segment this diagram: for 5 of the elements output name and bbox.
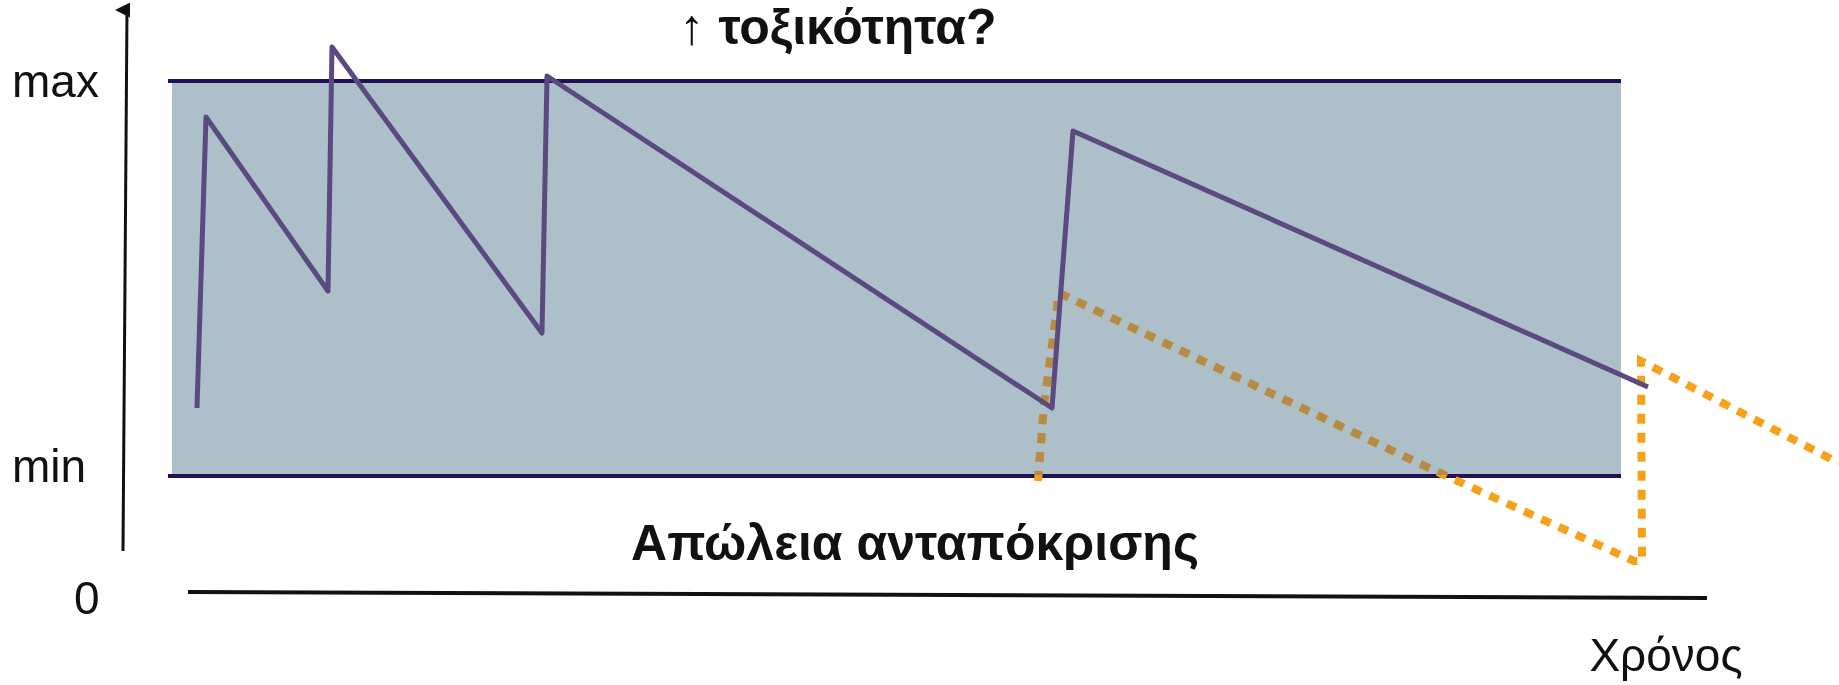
annotation-label: ↑ τοξικότητα? (679, 2, 997, 52)
annotation-label: Απώλεια ανταπόκρισης (631, 518, 1199, 568)
axis-tick-label: min (12, 443, 87, 489)
axis-tick-label: 0 (74, 575, 100, 621)
axis-tick-label: max (12, 58, 99, 104)
